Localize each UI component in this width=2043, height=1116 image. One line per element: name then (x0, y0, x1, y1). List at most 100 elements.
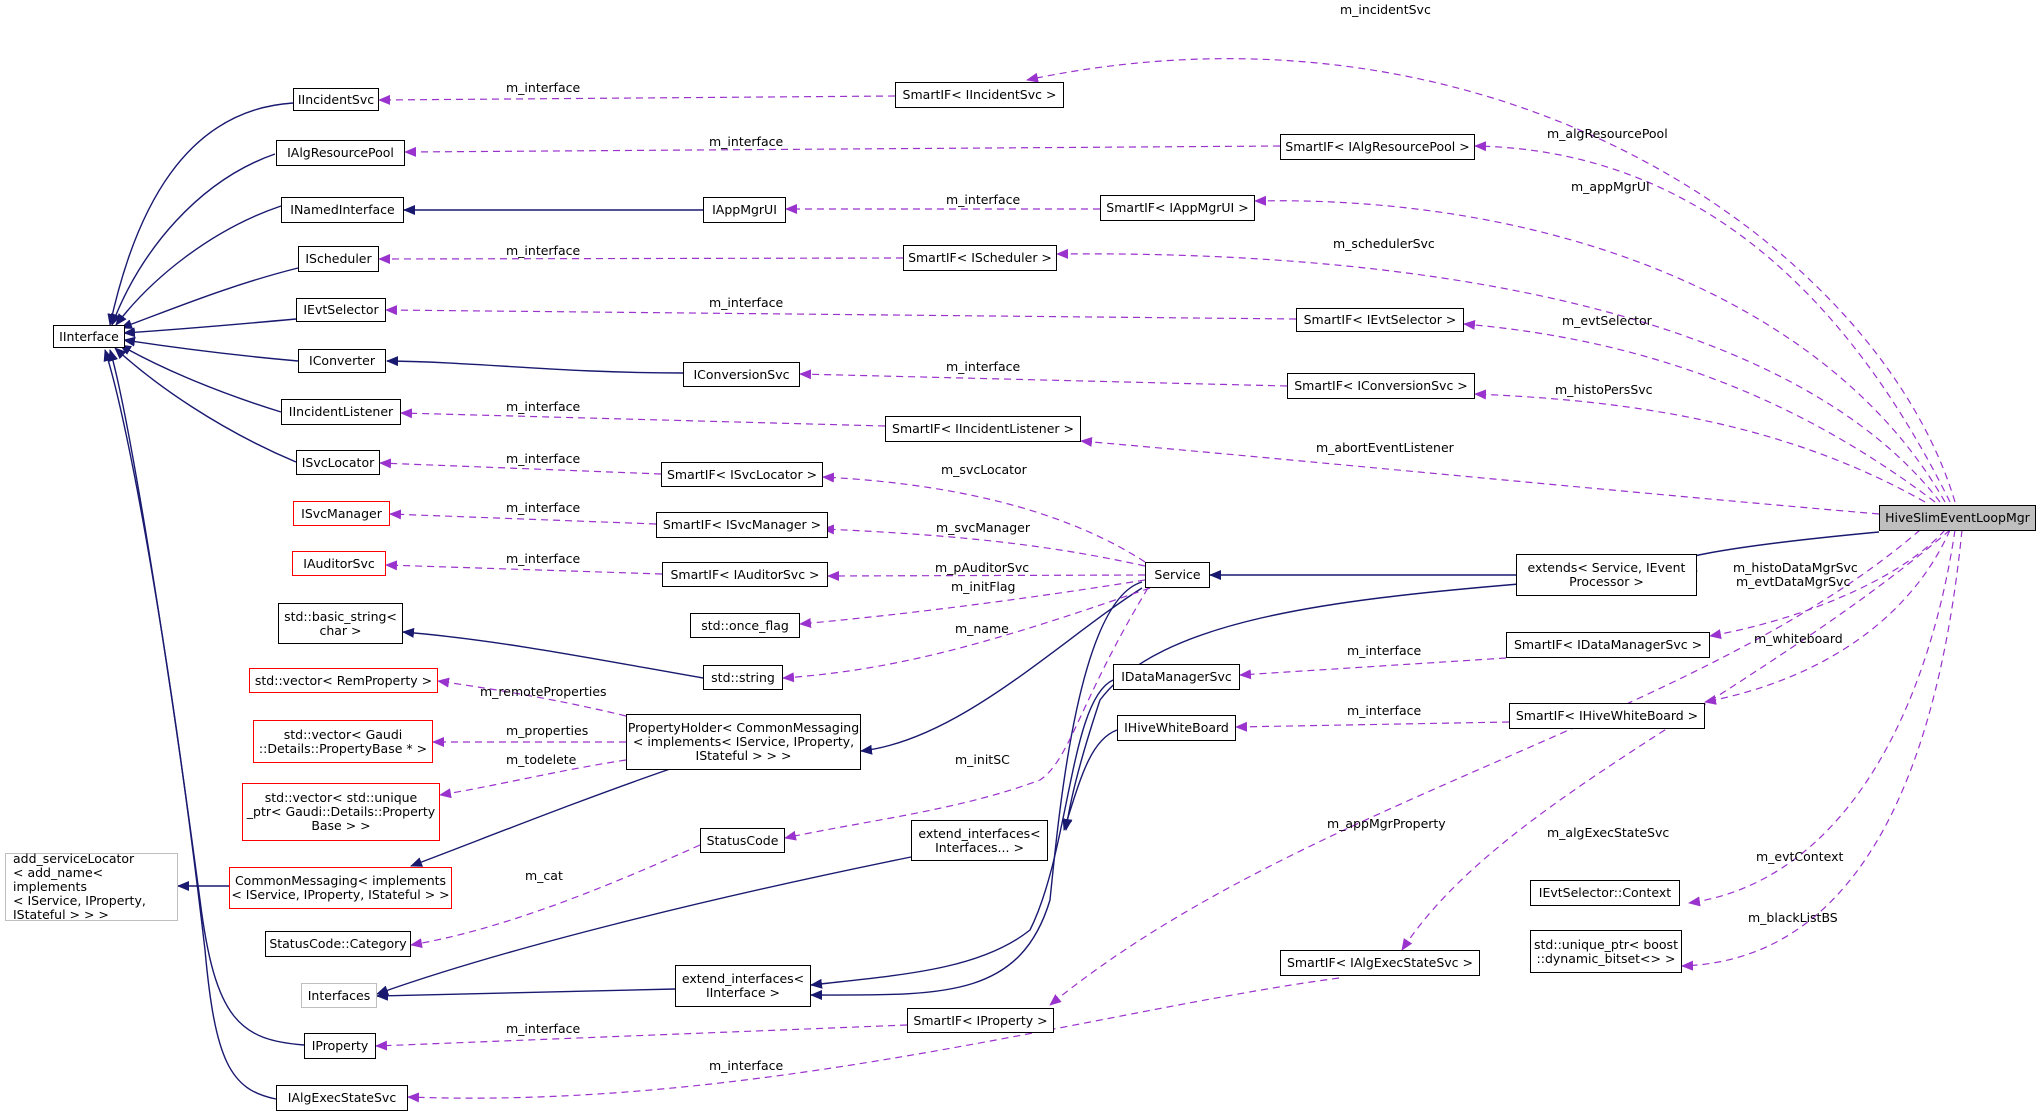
label-m-interface-evtselector: m_interface (709, 295, 784, 310)
node-basic-string[interactable]: std::basic_string< char > (278, 603, 403, 644)
label-m-algexecstatesvc: m_algExecStateSvc (1547, 825, 1670, 840)
label-m-evtselector: m_evtSelector (1562, 313, 1652, 328)
label-m-todelete: m_todelete (506, 752, 577, 767)
node-statuscode-category[interactable]: StatusCode::Category (265, 931, 411, 957)
edge-ialgexecstatesvc-to-iinterface (103, 349, 277, 1100)
node-smartif-isvcmanager[interactable]: SmartIF< ISvcManager > (656, 512, 828, 538)
label-m-interface-scheduler: m_interface (506, 243, 581, 258)
label-m-whiteboard: m_whiteboard (1754, 631, 1843, 646)
node-statuscode[interactable]: StatusCode (700, 828, 785, 853)
node-ischeduler[interactable]: IScheduler (298, 246, 379, 272)
node-smartif-ialgexecstatesvc[interactable]: SmartIF< IAlgExecStateSvc > (1280, 950, 1480, 976)
node-iincidentlistener[interactable]: IIncidentListener (281, 399, 401, 425)
node-unique-ptr-bitset[interactable]: std::unique_ptr< boost ::dynamic_bitset<… (1530, 930, 1682, 973)
node-std-string[interactable]: std::string (703, 665, 783, 690)
node-vector-uptr[interactable]: std::vector< std::unique _ptr< Gaudi::De… (242, 783, 440, 841)
label-m-svclocator: m_svcLocator (941, 462, 1027, 477)
node-smartif-iincidentlistener[interactable]: SmartIF< IIncidentListener > (885, 416, 1081, 442)
node-ihivewhiteboard[interactable]: IHiveWhiteBoard (1117, 715, 1236, 741)
label-m-interface-svcmanager: m_interface (506, 500, 581, 515)
node-extends-service[interactable]: extends< Service, IEvent Processor > (1516, 554, 1697, 596)
edge-smartif-iincidentsvc-to-iincidentsvc (378, 94, 896, 105)
label-m-appmgrproperty: m_appMgrProperty (1327, 816, 1446, 831)
label-m-interface-algexecstatesvc: m_interface (709, 1058, 784, 1073)
edge-service-to-std-string (782, 587, 1151, 683)
label-m-interface-incidentsvc: m_interface (506, 80, 581, 95)
edge-extends-to-extend-interfaces-pack (1062, 583, 1520, 831)
node-smartif-ischeduler[interactable]: SmartIF< IScheduler > (903, 245, 1057, 271)
node-smartif-idatamanagersvc[interactable]: SmartIF< IDataManagerSvc > (1506, 632, 1710, 658)
node-ialgexecstatesvc[interactable]: IAlgExecStateSvc (276, 1085, 408, 1111)
edge-hive-to-ievtselector-context (1688, 529, 1956, 907)
edge-hive-to-smartif-ischeduler (1056, 248, 1941, 503)
node-ialgresourcepool[interactable]: IAlgResourcePool (276, 140, 405, 166)
node-smartif-ievtselector[interactable]: SmartIF< IEvtSelector > (1296, 308, 1464, 332)
edge-hive-to-unique-ptr-bitset (1681, 529, 1963, 971)
edge-propertyholder-to-commonmessaging (410, 768, 671, 867)
node-isvclocator[interactable]: ISvcLocator (296, 450, 380, 475)
edge-extend-interfaces-pack-to-interfaces (376, 856, 912, 996)
node-smartif-iconversionsvc[interactable]: SmartIF< IConversionSvc > (1287, 373, 1475, 399)
edge-ievtselector-to-iinterface (123, 318, 297, 338)
edge-iconverter-to-iinterface (123, 336, 299, 362)
node-smartif-iincidentsvc[interactable]: SmartIF< IIncidentSvc > (895, 82, 1064, 108)
node-commonmessaging[interactable]: CommonMessaging< implements < IService, … (229, 867, 452, 909)
edge-smartif-ischeduler-to-ischeduler (378, 253, 904, 264)
edge-service-to-propertyholder (860, 587, 1143, 755)
label-m-interface-iproperty: m_interface (506, 1021, 581, 1036)
edge-smartif-ialgresourcepool-to-ialgresourcepool (404, 145, 1281, 157)
node-extend-interfaces-iinterface[interactable]: extend_interfaces< IInterface > (675, 965, 811, 1007)
label-m-evtcontext: m_evtContext (1756, 849, 1844, 864)
label-m-interface-datamanagersvc: m_interface (1347, 643, 1422, 658)
node-iproperty[interactable]: IProperty (304, 1033, 376, 1059)
edge-service-to-once-flag (799, 579, 1146, 628)
node-iconverter[interactable]: IConverter (298, 349, 386, 373)
node-iauditorsvc[interactable]: IAuditorSvc (292, 551, 386, 576)
edge-extend-interfaces-iinterface-to-interfaces (376, 988, 676, 1001)
node-iconversionsvc[interactable]: IConversionSvc (683, 362, 800, 387)
node-hive-slim-event-loop-mgr[interactable]: HiveSlimEventLoopMgr (1879, 505, 2036, 531)
edge-propertyholder-to-vector-remprop (437, 677, 627, 717)
edge-ihivewhiteboard-to-extend-interfaces-pack (1062, 729, 1118, 831)
node-inamedinterface[interactable]: INamedInterface (281, 197, 404, 223)
node-smartif-ialgresourcepool[interactable]: SmartIF< IAlgResourcePool > (1280, 134, 1475, 160)
label-m-blacklistbs: m_blackListBS (1748, 910, 1838, 925)
label-m-interface-hivewhiteboard: m_interface (1347, 703, 1422, 718)
node-isvcmanager[interactable]: ISvcManager (293, 501, 390, 526)
edge-smartif-ialgexecstatesvc-to-ialgexecstatesvc (407, 977, 1340, 1103)
edge-iincidentlistener-to-iinterface (119, 344, 282, 413)
edge-service-to-smartif-iauditorsvc (827, 570, 1146, 581)
node-vector-propbase[interactable]: std::vector< Gaudi ::Details::PropertyBa… (253, 720, 433, 763)
label-m-properties: m_properties (506, 723, 589, 738)
node-vector-remprop[interactable]: std::vector< RemProperty > (249, 668, 438, 693)
node-once-flag[interactable]: std::once_flag (690, 613, 800, 638)
edge-propertyholder-to-vector-uptr (439, 759, 627, 799)
label-m-initflag: m_initFlag (951, 579, 1016, 594)
edge-hive-to-smartif-ialgresourcepool (1474, 141, 1951, 503)
edge-idatamanagersvc-to-extend-interfaces-iinterface (810, 679, 1114, 989)
node-idatamanagersvc[interactable]: IDataManagerSvc (1113, 664, 1240, 690)
node-ievtselector-context[interactable]: IEvtSelector::Context (1530, 880, 1680, 906)
node-smartif-ihivewhiteboard[interactable]: SmartIF< IHiveWhiteBoard > (1509, 703, 1705, 729)
label-m-histodatamgrsvc: m_histoDataMgrSvc (1733, 560, 1858, 575)
edge-statuscode-to-category (410, 844, 701, 949)
edge-service-to-smartif-isvclocator (822, 472, 1146, 563)
label-m-appmgrui: m_appMgrUI (1571, 179, 1650, 194)
label-m-name: m_name (955, 621, 1009, 636)
node-propertyholder[interactable]: PropertyHolder< CommonMessaging < implem… (626, 714, 861, 770)
node-smartif-isvclocator[interactable]: SmartIF< ISvcLocator > (661, 462, 823, 487)
node-extend-interfaces-pack[interactable]: extend_interfaces< Interfaces... > (911, 820, 1048, 861)
node-smartif-iauditorsvc[interactable]: SmartIF< IAuditorSvc > (662, 562, 828, 587)
node-iinterface[interactable]: IInterface (53, 325, 125, 348)
label-m-interface-algresourcepool: m_interface (709, 134, 784, 149)
node-interfaces[interactable]: Interfaces (301, 983, 377, 1008)
node-iincidentsvc[interactable]: IIncidentSvc (293, 88, 379, 111)
node-smartif-iproperty[interactable]: SmartIF< IProperty > (907, 1008, 1054, 1033)
node-ievtselector[interactable]: IEvtSelector (296, 298, 386, 322)
node-smartif-iappmgrui[interactable]: SmartIF< IAppMgrUI > (1100, 195, 1255, 221)
edge-hive-to-smartif-iincidentlistener (1080, 436, 1880, 515)
node-service[interactable]: Service (1145, 562, 1210, 588)
edge-smartif-iproperty-to-iproperty (375, 1024, 908, 1051)
node-iappmgrui[interactable]: IAppMgrUI (703, 197, 786, 223)
node-add-servicelocator[interactable]: add_serviceLocator < add_name< implement… (5, 852, 178, 922)
